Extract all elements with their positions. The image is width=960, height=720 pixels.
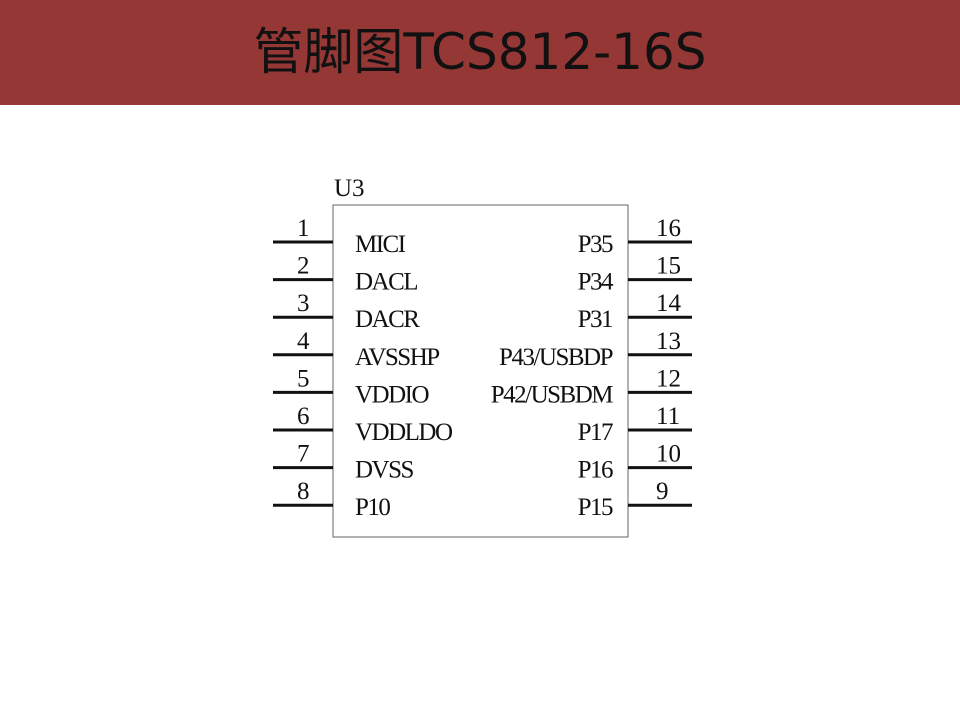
left-pin-8-number: 8 <box>297 478 310 505</box>
left-pin-2-name: DACL <box>355 269 417 296</box>
title-banner <box>0 0 960 105</box>
right-pin-11-number: 11 <box>656 403 680 430</box>
left-pin-4-number: 4 <box>297 328 310 355</box>
left-pin-3-name: DACR <box>355 306 420 333</box>
right-pin-12-number: 12 <box>656 365 681 392</box>
left-pin-5-number: 5 <box>297 365 310 392</box>
right-pin-11-name: P17 <box>578 419 613 446</box>
left-pin-7-name: DVSS <box>355 457 414 484</box>
left-pin-3-number: 3 <box>297 290 310 317</box>
left-pin-7-number: 7 <box>297 441 310 468</box>
right-pin-14-number: 14 <box>656 290 682 317</box>
left-pin-6-number: 6 <box>297 403 310 430</box>
right-pin-9-number: 9 <box>656 478 669 505</box>
slide-title: 管脚图TCS812-16S <box>253 23 707 81</box>
right-pin-15-number: 15 <box>656 253 681 280</box>
right-pin-16-number: 16 <box>656 215 681 242</box>
left-pin-2-number: 2 <box>297 253 310 280</box>
right-pin-10-name: P16 <box>578 457 613 484</box>
right-pin-14-name: P31 <box>578 306 612 333</box>
right-pin-9-name: P15 <box>578 494 613 521</box>
right-pin-16-name: P35 <box>578 231 613 258</box>
chip-body <box>332 204 629 538</box>
right-pin-13-name: P43/USBDP <box>499 344 613 371</box>
left-pin-1-number: 1 <box>297 215 310 242</box>
left-pin-1-name: MICI <box>355 231 406 258</box>
right-pin-10-number: 10 <box>656 441 681 468</box>
chip-designator: U3 <box>334 175 365 202</box>
left-pin-5-name: VDDIO <box>355 381 429 408</box>
left-pin-8-name: P10 <box>355 494 390 521</box>
right-pin-15-name: P34 <box>578 269 614 296</box>
right-pin-13-number: 13 <box>656 328 681 355</box>
left-pin-4-name: AVSSHP <box>355 344 439 371</box>
left-pin-6-name: VDDLDO <box>355 419 453 446</box>
right-pin-12-name: P42/USBDM <box>491 381 614 408</box>
